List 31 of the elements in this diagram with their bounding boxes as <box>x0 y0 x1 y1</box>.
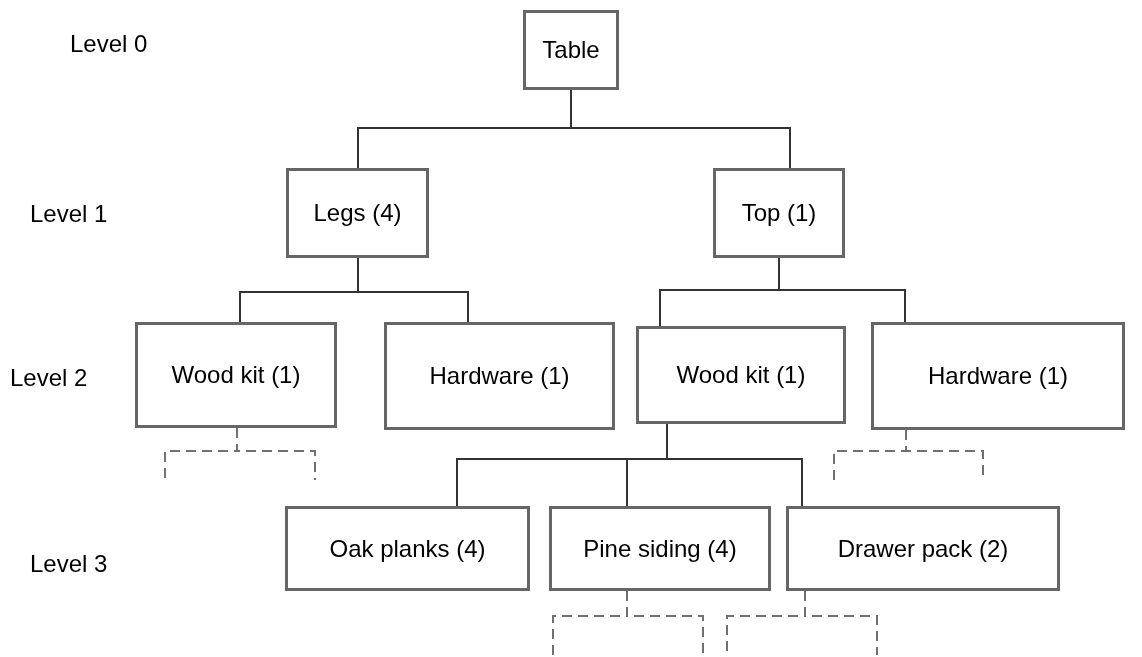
component-box <box>786 506 1060 591</box>
component-label: Table <box>542 36 600 64</box>
dashed-connector <box>236 427 316 481</box>
component-label: Wood kit (1) <box>171 361 301 389</box>
component-box <box>549 506 771 591</box>
connector-line <box>666 423 803 507</box>
component-label: Wood kit (1) <box>676 361 806 389</box>
connector-line <box>357 257 469 323</box>
component-box <box>713 168 845 258</box>
component-box <box>286 168 429 258</box>
level-label: Level 3 <box>30 550 108 578</box>
component-box <box>135 322 337 428</box>
level-label: Level 2 <box>10 364 88 392</box>
component-box <box>871 322 1125 430</box>
component-box <box>523 10 619 90</box>
component-box <box>636 326 846 424</box>
component-label: Hardware (1) <box>429 362 570 390</box>
component-label: Drawer pack (2) <box>837 534 1009 563</box>
connector-line <box>570 89 791 169</box>
dashed-connector <box>626 590 704 656</box>
component-label: Hardware (1) <box>927 362 1068 390</box>
component-box <box>384 322 615 430</box>
component-box <box>285 506 530 591</box>
level-label: Level 0 <box>70 30 148 58</box>
connector-line <box>778 257 906 323</box>
dashed-connector <box>804 590 878 656</box>
component-label: Oak planks (4) <box>329 534 486 563</box>
component-label: Top (1) <box>741 199 817 227</box>
component-label: Legs (4) <box>313 199 402 227</box>
level-label: Level 1 <box>30 200 108 228</box>
component-label: Pine siding (4) <box>583 534 737 563</box>
